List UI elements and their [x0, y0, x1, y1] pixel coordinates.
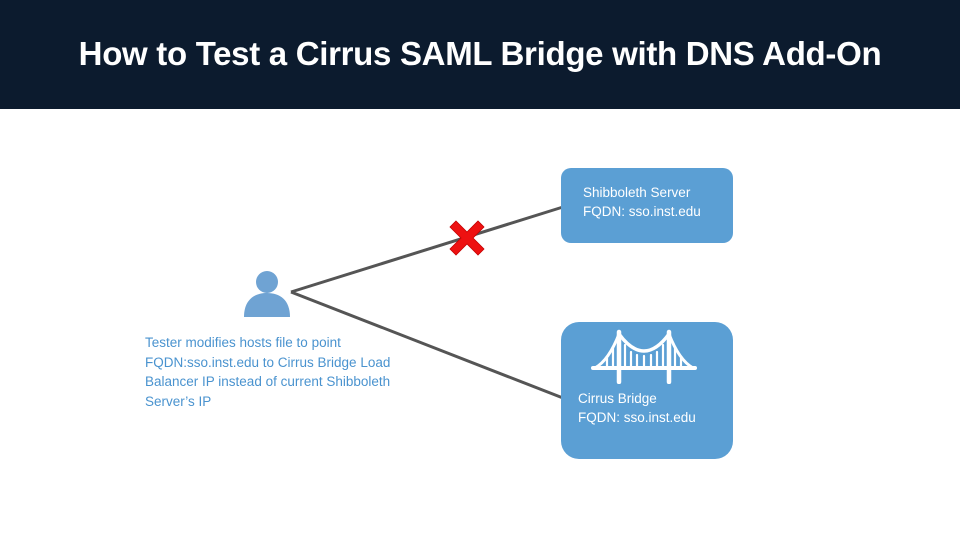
connector-to-cirrus [290, 290, 564, 400]
title-banner: How to Test a Cirrus SAML Bridge with DN… [0, 0, 960, 109]
connector-to-shibboleth [290, 205, 564, 294]
bridge-icon [591, 329, 697, 384]
cirrus-node-fqdn: FQDN: sso.inst.edu [578, 410, 696, 425]
x-icon [449, 220, 485, 256]
shibboleth-server-node: Shibboleth Server FQDN: sso.inst.edu [561, 168, 733, 243]
person-icon [244, 271, 290, 317]
cirrus-bridge-node: Cirrus Bridge FQDN: sso.inst.edu [561, 322, 733, 459]
shibboleth-node-name: Shibboleth Server [583, 185, 691, 200]
shibboleth-node-text: Shibboleth Server FQDN: sso.inst.edu [583, 183, 701, 221]
cirrus-node-name: Cirrus Bridge [578, 391, 657, 406]
caption-line: Balancer IP instead of current Shibbolet… [145, 374, 391, 389]
slide-title: How to Test a Cirrus SAML Bridge with DN… [78, 35, 882, 72]
cirrus-node-text: Cirrus Bridge FQDN: sso.inst.edu [578, 389, 696, 427]
caption-line: Server’s IP [145, 393, 212, 409]
caption-line: FQDN:sso.inst.edu to Cirrus Bridge Load [145, 354, 391, 370]
tester-caption: Tester modifies hosts file to point FQDN… [145, 333, 445, 411]
shibboleth-node-fqdn: FQDN: sso.inst.edu [583, 204, 701, 219]
caption-line: Tester modifies hosts file to point [145, 335, 341, 350]
